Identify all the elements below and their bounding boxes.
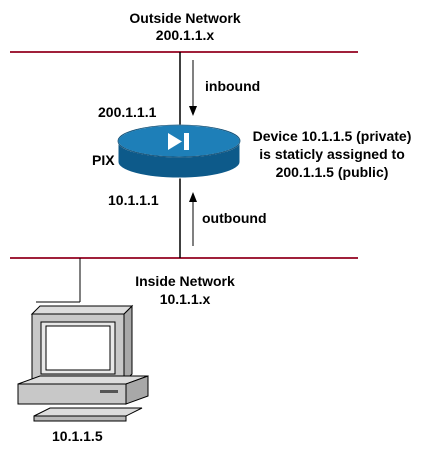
outside-network-subnet: 200.1.1.x [155,27,215,43]
outbound-label: outbound [202,210,267,226]
pix-firewall-icon [117,124,241,179]
nat-note-line3: 200.1.1.5 (public) [275,164,389,180]
outbound-arrow-icon [189,192,197,246]
nat-note-line1: Device 10.1.1.5 (private) [252,128,412,144]
pix-label: PIX [92,152,115,168]
pix-outside-ip: 200.1.1.1 [98,104,157,120]
inbound-label: inbound [205,78,261,94]
pix-inside-ip: 10.1.1.1 [108,192,159,208]
inbound-arrow-icon [189,60,197,116]
pc-icon [17,304,149,422]
inside-network-subnet: 10.1.1.x [159,291,211,307]
host-ip: 10.1.1.5 [52,428,103,444]
nat-note-line2: is staticly assigned to [259,146,405,162]
inside-network-title: Inside Network [135,273,235,289]
outside-network-title: Outside Network [129,10,241,26]
